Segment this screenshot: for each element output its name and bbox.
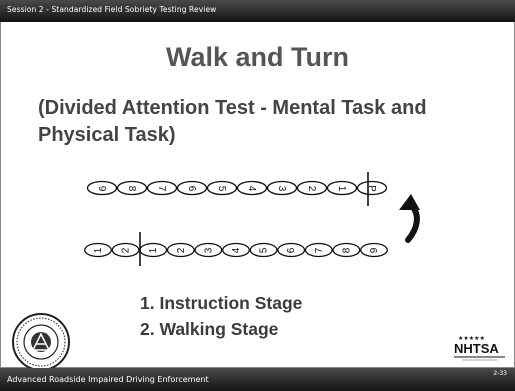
bottom-row-step: 7 bbox=[304, 242, 333, 258]
bottom-row-step-label: 1 bbox=[148, 247, 159, 253]
seal-icon bbox=[12, 313, 70, 371]
stage-instruction: 1. Instruction Stage bbox=[140, 293, 303, 313]
top-row-step-label: 2 bbox=[306, 186, 317, 192]
bottom-row-step-label: 1 bbox=[93, 247, 104, 253]
top-row-step: P bbox=[356, 180, 388, 196]
top-row-step: 5 bbox=[206, 180, 238, 196]
slide-title: Walk and Turn bbox=[165, 42, 349, 72]
top-row-footprints: 9 8 7 6 5 4 3 2 1 P bbox=[86, 180, 388, 196]
bottom-row-step-label: 6 bbox=[286, 247, 297, 253]
slide-frame bbox=[0, 22, 515, 368]
top-row-step-label: P bbox=[366, 185, 377, 192]
curved-arrow-icon bbox=[399, 194, 420, 243]
bottom-row-step-label: 7 bbox=[314, 247, 325, 253]
bottom-row-step-label: 3 bbox=[203, 247, 214, 253]
bottom-row-step-label: 5 bbox=[259, 247, 270, 253]
bottom-row-step: 1 bbox=[139, 242, 168, 258]
top-row-step: 6 bbox=[176, 180, 208, 196]
bottom-row-step: 9 bbox=[360, 242, 388, 258]
top-row-step: 1 bbox=[326, 180, 358, 196]
bottom-row-step: 8 bbox=[332, 242, 361, 258]
page-number: 2-33 bbox=[493, 370, 507, 377]
agency-name: NHTSA bbox=[454, 341, 499, 356]
top-row-step-label: 5 bbox=[216, 186, 227, 192]
svg-text:★★★★★: ★★★★★ bbox=[458, 335, 485, 342]
session-title: Session 2 - Standardized Field Sobriety … bbox=[7, 5, 217, 14]
program-title: Advanced Roadside Impaired Driving Enfor… bbox=[7, 375, 209, 384]
top-row-step: 4 bbox=[236, 180, 268, 196]
bottom-row-step-label: 9 bbox=[369, 247, 380, 253]
bottom-row-step: 1 bbox=[84, 242, 112, 258]
top-row-step: 9 bbox=[86, 180, 118, 196]
bottom-row-step: 4 bbox=[222, 242, 250, 258]
bottom-row-footprints: 1 2 1 2 3 4 5 6 7 8 9 bbox=[84, 242, 388, 258]
footer-bar: Advanced Roadside Impaired Driving Enfor… bbox=[0, 368, 515, 391]
walk-and-turn-diagram: 9 8 7 6 5 4 3 2 1 P 1 2 1 2 3 4 5 6 7 8 9 bbox=[84, 172, 420, 266]
bottom-row-step: 2 bbox=[166, 242, 195, 258]
stage-list: 1. Instruction Stage 2. Walking Stage bbox=[140, 290, 302, 342]
bottom-row-step: 2 bbox=[111, 242, 140, 258]
bottom-row-step: 6 bbox=[277, 242, 306, 258]
stage-walking: 2. Walking Stage bbox=[140, 319, 279, 339]
top-row-step-label: 4 bbox=[246, 186, 257, 192]
top-row-step-label: 1 bbox=[336, 186, 347, 192]
bottom-row-step-label: 8 bbox=[341, 247, 352, 253]
top-row-step-label: 3 bbox=[276, 186, 287, 192]
header-bar: Session 2 - Standardized Field Sobriety … bbox=[0, 0, 515, 22]
bottom-row-step: 3 bbox=[194, 242, 223, 258]
top-row-step-label: 9 bbox=[96, 186, 107, 192]
slide-subtitle: (Divided Attention Test - Mental Task an… bbox=[38, 97, 427, 146]
bottom-row-step-label: 2 bbox=[176, 247, 187, 253]
bottom-row-step-label: 2 bbox=[121, 247, 132, 253]
top-row-step-label: 6 bbox=[186, 186, 197, 192]
top-row-step-label: 8 bbox=[126, 186, 137, 192]
bottom-row-step: 5 bbox=[249, 242, 278, 258]
top-row-step: 3 bbox=[266, 180, 298, 196]
top-row-step: 2 bbox=[296, 180, 328, 196]
top-row-step-label: 7 bbox=[156, 186, 167, 192]
top-row-step: 8 bbox=[116, 180, 148, 196]
bottom-row-step-label: 4 bbox=[231, 247, 242, 253]
top-row-step: 7 bbox=[146, 180, 178, 196]
nhtsa-logo: ★★★★★ NHTSA bbox=[454, 335, 505, 361]
